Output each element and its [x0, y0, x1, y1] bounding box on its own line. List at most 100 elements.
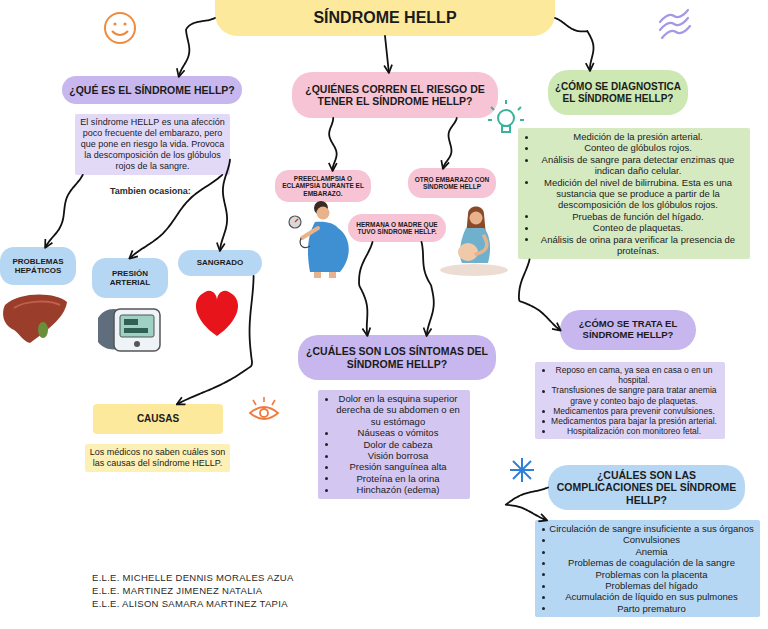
author-name: E.L.E. MARTINEZ JIMENEZ NATALIA — [92, 585, 262, 596]
pregnant-woman-seated — [476, 236, 487, 254]
node-text: Problemas de coagulación de la sangre — [538, 557, 757, 568]
blood-pressure-monitor — [134, 341, 140, 347]
question-pill: ¿QUÉ ES EL SÍNDROME HELLP? — [62, 76, 242, 104]
complication-list: Circulación de sangre insuficiente a sus… — [535, 520, 760, 617]
risk-pill: HERMANA O MADRE QUE TUVO SÍNDROME HELLP. — [348, 214, 446, 242]
node-text: Transfusiones de sangre para tratar anem… — [538, 385, 722, 405]
diagnosis-list: Medición de la presión arterial.Conteo d… — [518, 128, 750, 259]
risk-pill: OTRO EMBARAZO CON SÍNDROME HELLP — [408, 168, 496, 198]
node-text: Medición del nivel de bilirrubina. Esta … — [521, 177, 747, 211]
node-text: SÍNDROME HELLP — [221, 9, 549, 27]
lightbulb-icon — [502, 126, 510, 132]
squiggle-mark — [660, 18, 688, 30]
pregnant-woman-standing — [314, 201, 328, 215]
curly-arrow — [443, 118, 457, 168]
node-text: Hinchazón (edema) — [321, 484, 467, 495]
curly-arrow — [555, 18, 593, 70]
causes-text-box: Los médicos no saben cuáles son las caus… — [85, 444, 230, 472]
effect-pill: SANGRADO — [178, 250, 262, 276]
pregnant-woman-standing — [295, 219, 298, 222]
eye-icon — [250, 397, 278, 419]
node-text: OTRO EMBARAZO CON SÍNDROME HELLP — [414, 176, 490, 191]
node-text: Anemia — [538, 546, 757, 557]
question-pill: ¿QUIÉNES CORREN EL RIESGO DE TENER EL SÍ… — [292, 72, 498, 118]
eye-icon — [260, 409, 268, 417]
question-pill: ¿CUÁLES SON LOS SÍNTOMAS DEL SÍNDROME HE… — [298, 335, 496, 380]
blood-pressure-monitor — [98, 309, 124, 349]
pregnant-woman-standing — [302, 228, 318, 238]
heart-icon — [196, 291, 238, 336]
effect-pill: PRESIÓN ARTERIAL — [92, 258, 168, 298]
curly-arrow — [422, 242, 434, 335]
node-text: ¿CUÁLES SON LAS COMPLICACIONES DEL SÍNDR… — [554, 469, 739, 505]
squiggle-mark — [662, 26, 690, 38]
arrow-connector — [385, 36, 389, 72]
node-text: ¿CUÁLES SON LOS SÍNTOMAS DEL SÍNDROME HE… — [304, 345, 490, 369]
node-text: ¿QUÉ ES EL SÍNDROME HELLP? — [68, 84, 236, 96]
liver-illustration — [14, 302, 60, 308]
node-text: PRESIÓN ARTERIAL — [98, 269, 162, 287]
star-icon — [510, 458, 534, 482]
risk-pill: PREECLAMPSIA O ECLAMPSIA DURANTE EL EMBA… — [275, 170, 371, 202]
node-text: Reposo en cama, ya sea en casa o en un h… — [538, 365, 722, 385]
pregnant-woman-standing — [289, 216, 301, 228]
pregnant-woman-standing — [329, 272, 336, 278]
curly-arrow — [329, 118, 336, 170]
liver-illustration — [38, 322, 48, 338]
pregnant-woman-standing — [300, 238, 310, 248]
question-pill: ¿CUÁLES SON LAS COMPLICACIONES DEL SÍNDR… — [548, 465, 745, 510]
author-name: E.L.E. MICHELLE DENNIS MORALES AZUA — [92, 572, 294, 583]
effect-pill: PROBLEMAS HEPÁTICOS — [0, 247, 76, 285]
node-text: PREECLAMPSIA O ECLAMPSIA DURANTE EL EMBA… — [281, 175, 365, 197]
node-text: Acumulación de líquido en sus pulmones — [538, 591, 757, 602]
title-band: SÍNDROME HELLP — [215, 0, 555, 36]
blood-pressure-monitor — [120, 315, 154, 337]
node-text: Dolor en la esquina superior derecha de … — [321, 393, 467, 427]
node-text: El síndrome HELLP es una afección poco f… — [78, 117, 227, 172]
pregnant-woman-standing — [314, 272, 321, 278]
node-text: ¿CÓMO SE TRATA EL SÍNDROME HELLP? — [566, 319, 690, 341]
node-text: Análisis de sangre para detectar enzimas… — [521, 154, 747, 177]
pregnant-woman-standing — [317, 207, 330, 220]
node-text: Problemas con la placenta — [538, 569, 757, 580]
eye-icon — [250, 407, 278, 419]
curly-arrow — [519, 259, 560, 330]
node-text: PROBLEMAS HEPÁTICOS — [6, 257, 70, 275]
node-text: Conteo de glóbulos rojos. — [521, 142, 747, 153]
blood-pressure-monitor — [124, 319, 138, 325]
note-text: Tambien ocasiona: — [110, 186, 191, 196]
pregnant-woman-standing — [289, 201, 349, 278]
pregnant-woman-seated — [460, 228, 490, 263]
curly-arrow — [178, 276, 254, 404]
pregnant-woman-seated — [470, 212, 483, 225]
node-text: Problemas del hígado — [538, 580, 757, 591]
node-text: Presión sanguínea alta — [321, 461, 467, 472]
smiley-icon — [113, 22, 116, 25]
pregnant-woman-seated — [440, 264, 508, 276]
node-text: Medicamentos para bajar la presión arter… — [538, 416, 722, 426]
node-text: Conteo de plaquetas. — [521, 222, 747, 233]
blood-pressure-monitor — [98, 309, 160, 351]
node-text: Medicamentos para prevenir convulsiones. — [538, 406, 722, 416]
treatment-list: Reposo en cama, ya sea en casa o en un h… — [535, 362, 725, 439]
node-text: Los médicos no saben cuáles son las caus… — [88, 447, 227, 469]
curly-arrow — [359, 242, 372, 335]
causes-box: CAUSAS — [93, 404, 223, 434]
node-text: Náuseas o vómitos — [321, 427, 467, 438]
node-text: Visión borrosa — [321, 450, 467, 461]
node-text: Convulsiones — [538, 534, 757, 545]
node-text: Análisis de orina para verificar la pres… — [521, 234, 747, 257]
liver-illustration — [3, 294, 67, 343]
squiggle-mark — [660, 10, 690, 38]
author-name: E.L.E. ALISON SAMARA MARTINEZ TAPIA — [92, 598, 288, 609]
definition-box: El síndrome HELLP es una afección poco f… — [75, 114, 230, 175]
node-text: SANGRADO — [184, 258, 256, 267]
node-text: CAUSAS — [99, 413, 217, 425]
node-text: Circulación de sangre insuficiente a sus… — [538, 523, 757, 534]
node-text: Pruebas de función del hígado. — [521, 211, 747, 222]
node-text: HERMANA O MADRE QUE TUVO SÍNDROME HELLP. — [354, 221, 440, 236]
blood-pressure-monitor — [114, 309, 160, 351]
pregnant-woman-seated — [458, 243, 478, 261]
squiggle-mark — [660, 10, 688, 22]
